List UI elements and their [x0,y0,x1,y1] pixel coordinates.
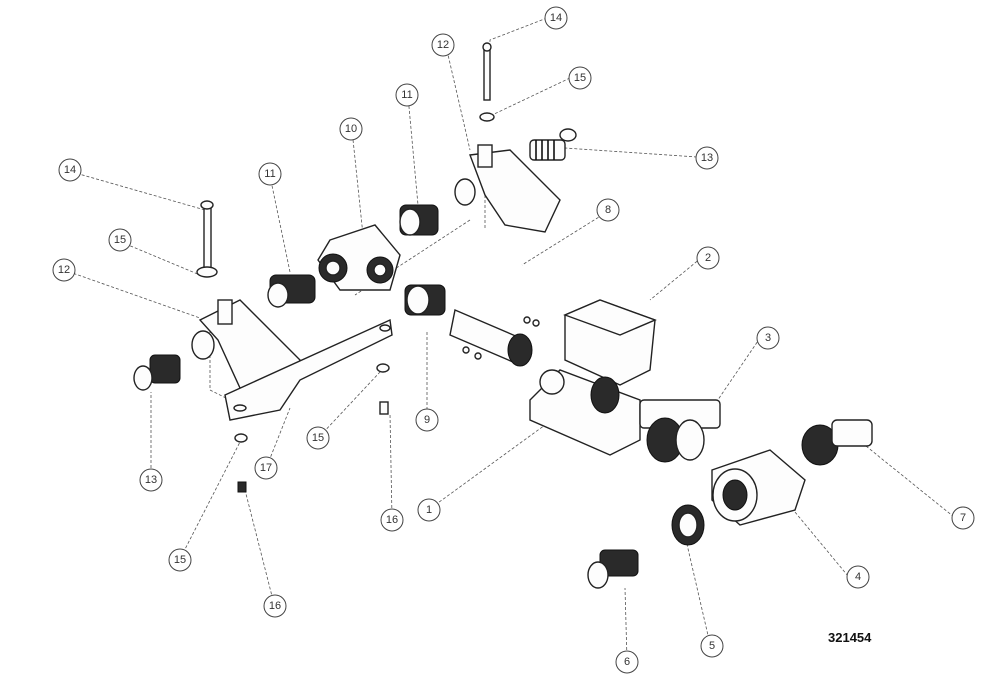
tee-fitting [317,224,401,291]
svg-text:14: 14 [550,12,562,24]
callout-2: 2 [696,246,720,270]
nut-mid [379,401,389,415]
callout-17: 17 [254,456,278,480]
hex-nut-lower [671,504,705,546]
adapter-fitting [404,284,446,316]
callout-3: 3 [756,326,780,350]
callout-7: 7 [951,506,975,530]
bolt-top [482,42,492,101]
drawing-number: 321454 [828,630,872,645]
parts [133,42,873,589]
pipe-nipple [449,309,540,367]
callout-11-top: 11 [395,83,419,107]
svg-text:3: 3 [765,332,771,344]
svg-text:13: 13 [701,152,713,164]
svg-text:1: 1 [426,504,432,516]
callout-15-left: 15 [108,228,132,252]
callout-9: 9 [415,408,439,432]
callout-11-left: 11 [258,162,282,186]
callout-15-top: 15 [568,66,592,90]
svg-text:15: 15 [114,234,126,246]
washer-top [479,112,495,122]
callout-5: 5 [700,634,724,658]
svg-text:8: 8 [605,204,611,216]
svg-text:15: 15 [174,554,186,566]
callout-13-top: 13 [695,146,719,170]
callout-1: 1 [417,498,441,522]
washer-mid [376,363,390,373]
svg-text:2: 2 [705,252,711,264]
svg-text:6: 6 [624,656,630,668]
svg-text:16: 16 [386,514,398,526]
svg-text:12: 12 [437,39,449,51]
callout-8: 8 [596,198,620,222]
hose-barb-left [133,354,181,391]
callout-14-top: 14 [544,6,568,30]
solenoid-coil [563,299,657,386]
callout-14-left: 14 [58,158,82,182]
svg-text:15: 15 [574,72,586,84]
leader-lines [63,17,955,661]
valve-body-right [454,144,561,233]
hose-barb-top-right [529,128,577,161]
callout-12-top: 12 [431,33,455,57]
svg-text:14: 14 [64,164,76,176]
callout-12-left: 12 [52,258,76,282]
svg-text:11: 11 [401,89,412,101]
hose-barb-right [801,419,873,466]
svg-text:9: 9 [424,414,430,426]
callout-13-left: 13 [139,468,163,492]
svg-text:4: 4 [855,571,861,583]
svg-text:10: 10 [345,123,357,135]
washer-lower [234,433,248,443]
svg-text:13: 13 [145,474,157,486]
nipple-right [399,204,439,236]
svg-text:15: 15 [312,432,324,444]
callout-16-lower: 16 [263,594,287,618]
svg-text:12: 12 [58,264,70,276]
washer-left [196,266,218,278]
callouts: 14 15 12 11 10 13 14 11 [52,6,975,674]
callout-6: 6 [615,650,639,674]
svg-text:5: 5 [709,640,715,652]
hex-nut-right [646,417,705,463]
mounting-bracket [224,318,393,421]
svg-text:7: 7 [960,512,966,524]
svg-text:11: 11 [264,168,275,180]
elbow-fitting [711,449,806,526]
callout-16-mid: 16 [380,508,404,532]
callout-4: 4 [846,565,870,589]
svg-text:16: 16 [269,600,281,612]
hose-barb-lower [587,549,639,589]
callout-15-mid: 15 [306,426,330,450]
bolt-left [200,200,214,271]
svg-text:17: 17 [260,462,272,474]
nipple-left [267,274,316,308]
callout-10: 10 [339,117,363,141]
callout-15-lower: 15 [168,548,192,572]
nut-lower [237,481,247,493]
